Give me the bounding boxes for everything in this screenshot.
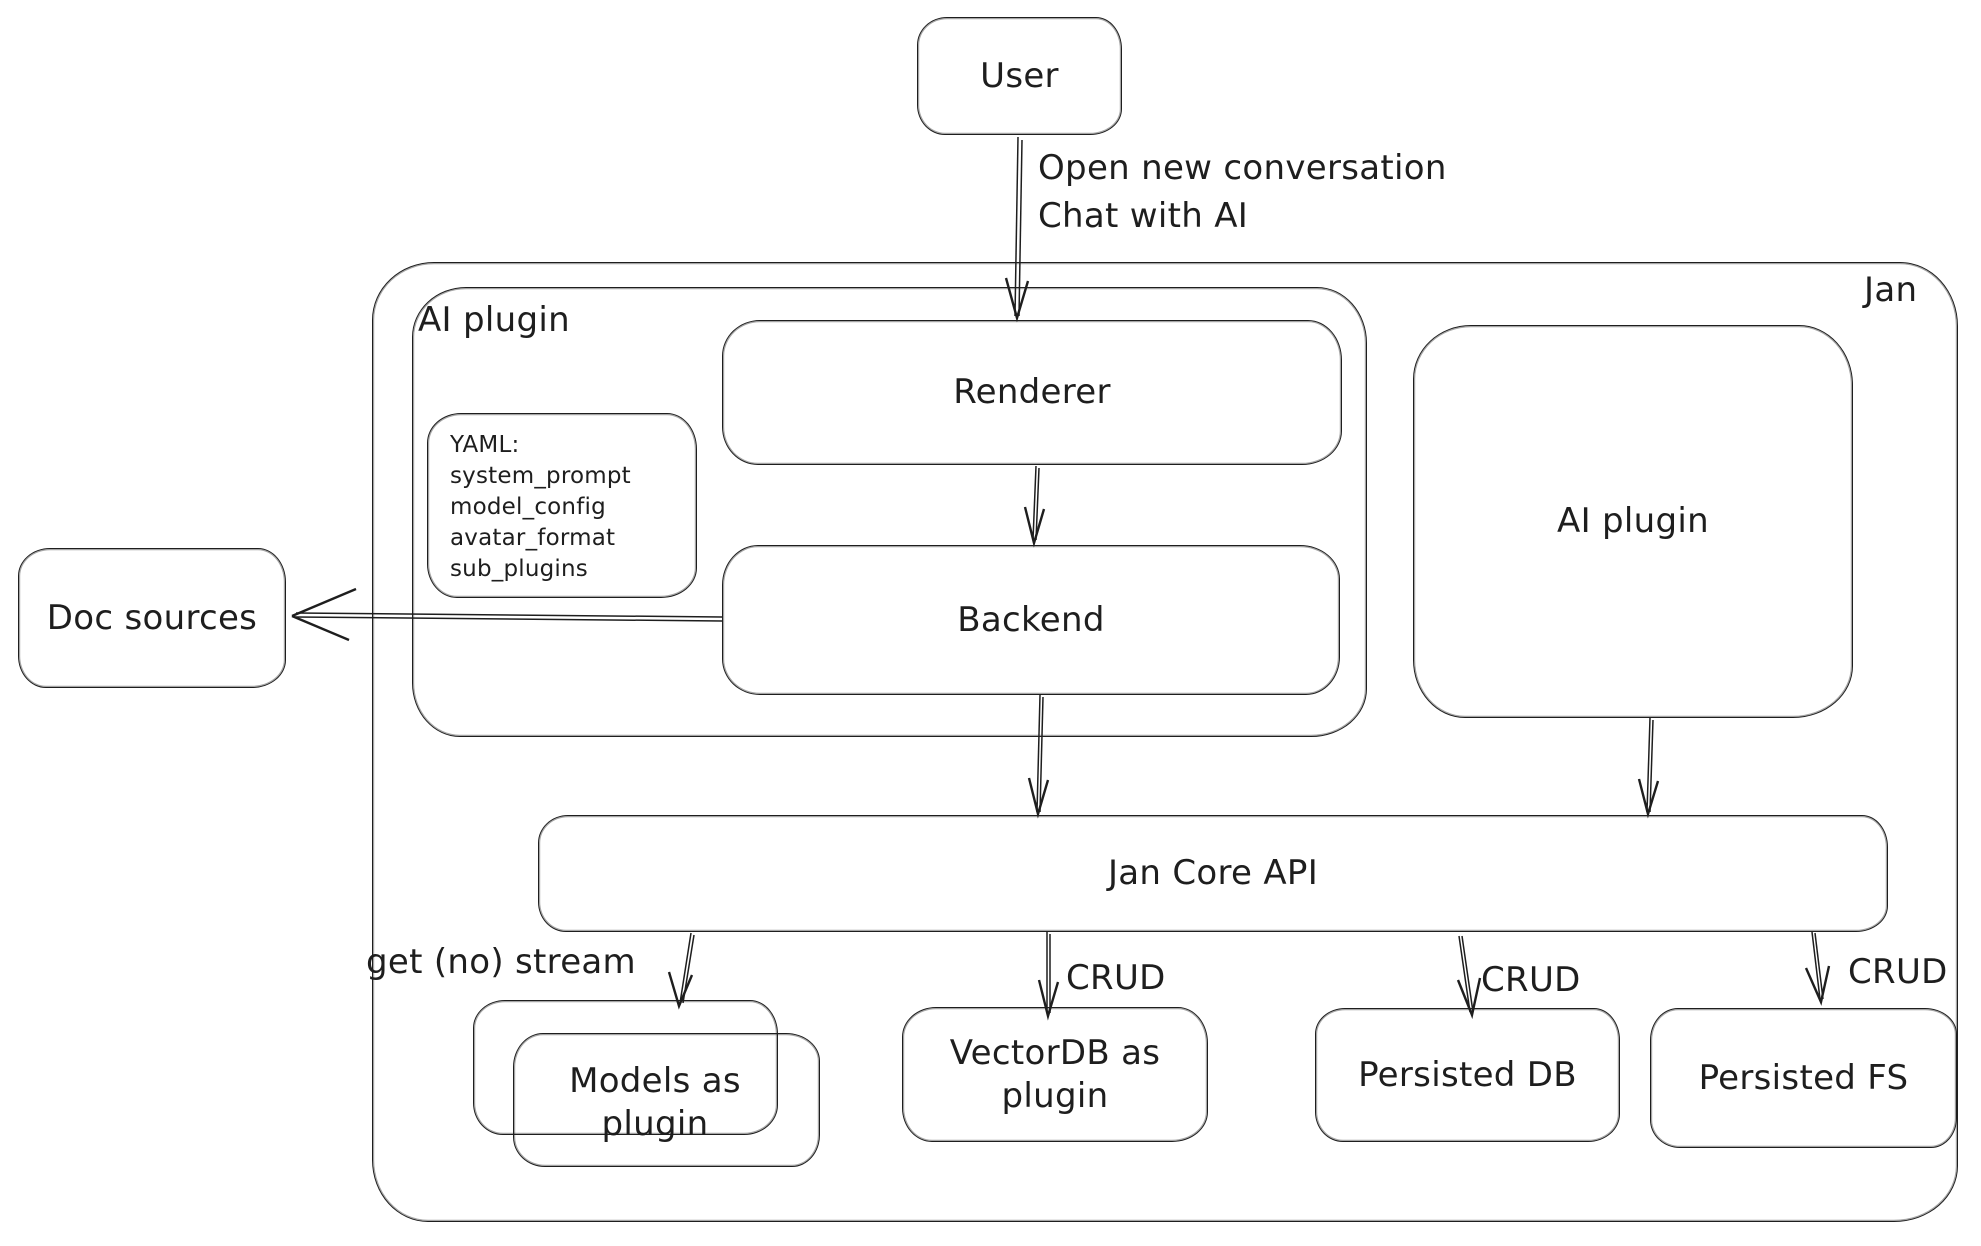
edge-label-open-conversation-line1: Open new conversation xyxy=(1038,148,1447,188)
user-node: User xyxy=(917,17,1122,135)
edge-label-get-no-stream: get (no) stream xyxy=(366,942,636,982)
jan-container xyxy=(372,262,1958,1222)
vectordb-as-plugin-node: VectorDB as plugin xyxy=(902,1007,1208,1142)
jan-core-api-node: Jan Core API xyxy=(538,815,1888,932)
edge-label-open-conversation-line2: Chat with AI xyxy=(1038,196,1249,236)
models-as-plugin-label: Models as plugin xyxy=(569,1061,741,1144)
persisted-db-label: Persisted DB xyxy=(1358,1054,1577,1095)
jan-container-label: Jan xyxy=(1864,270,1918,310)
renderer-node: Renderer xyxy=(722,320,1342,465)
user-node-label: User xyxy=(980,55,1059,96)
vectordb-as-plugin-label: VectorDB as plugin xyxy=(949,1033,1161,1116)
yaml-note: YAML: system_prompt model_config avatar_… xyxy=(427,413,697,598)
ai-plugin-node-label: AI plugin xyxy=(1557,501,1709,542)
models-as-plugin-node xyxy=(513,1033,820,1167)
edge-label-crud-vectordb: CRUD xyxy=(1066,958,1166,998)
persisted-fs-label: Persisted FS xyxy=(1698,1057,1909,1098)
backend-node-label: Backend xyxy=(957,599,1105,640)
doc-sources-node-label: Doc sources xyxy=(46,597,258,638)
yaml-line: avatar_format xyxy=(450,525,616,551)
backend-node: Backend xyxy=(722,545,1340,695)
jan-core-api-node-label: Jan Core API xyxy=(1107,853,1319,894)
persisted-db-node: Persisted DB xyxy=(1315,1008,1620,1142)
yaml-line: sub_plugins xyxy=(450,556,588,582)
edge-label-crud-persisted-db: CRUD xyxy=(1481,960,1581,1000)
ai-plugin-node: AI plugin xyxy=(1413,325,1853,718)
models-as-plugin-back-box xyxy=(473,1000,778,1135)
ai-plugin-container xyxy=(412,287,1367,737)
persisted-fs-node: Persisted FS xyxy=(1650,1008,1957,1148)
yaml-line: YAML: xyxy=(450,432,520,458)
yaml-line: model_config xyxy=(450,494,606,520)
yaml-line: system_prompt xyxy=(450,463,631,489)
ai-plugin-container-label: AI plugin xyxy=(418,300,570,340)
edge-label-crud-persisted-fs: CRUD xyxy=(1848,952,1948,992)
yaml-note-text: YAML: system_prompt model_config avatar_… xyxy=(428,414,631,585)
renderer-node-label: Renderer xyxy=(953,372,1111,413)
doc-sources-node: Doc sources xyxy=(18,548,286,688)
